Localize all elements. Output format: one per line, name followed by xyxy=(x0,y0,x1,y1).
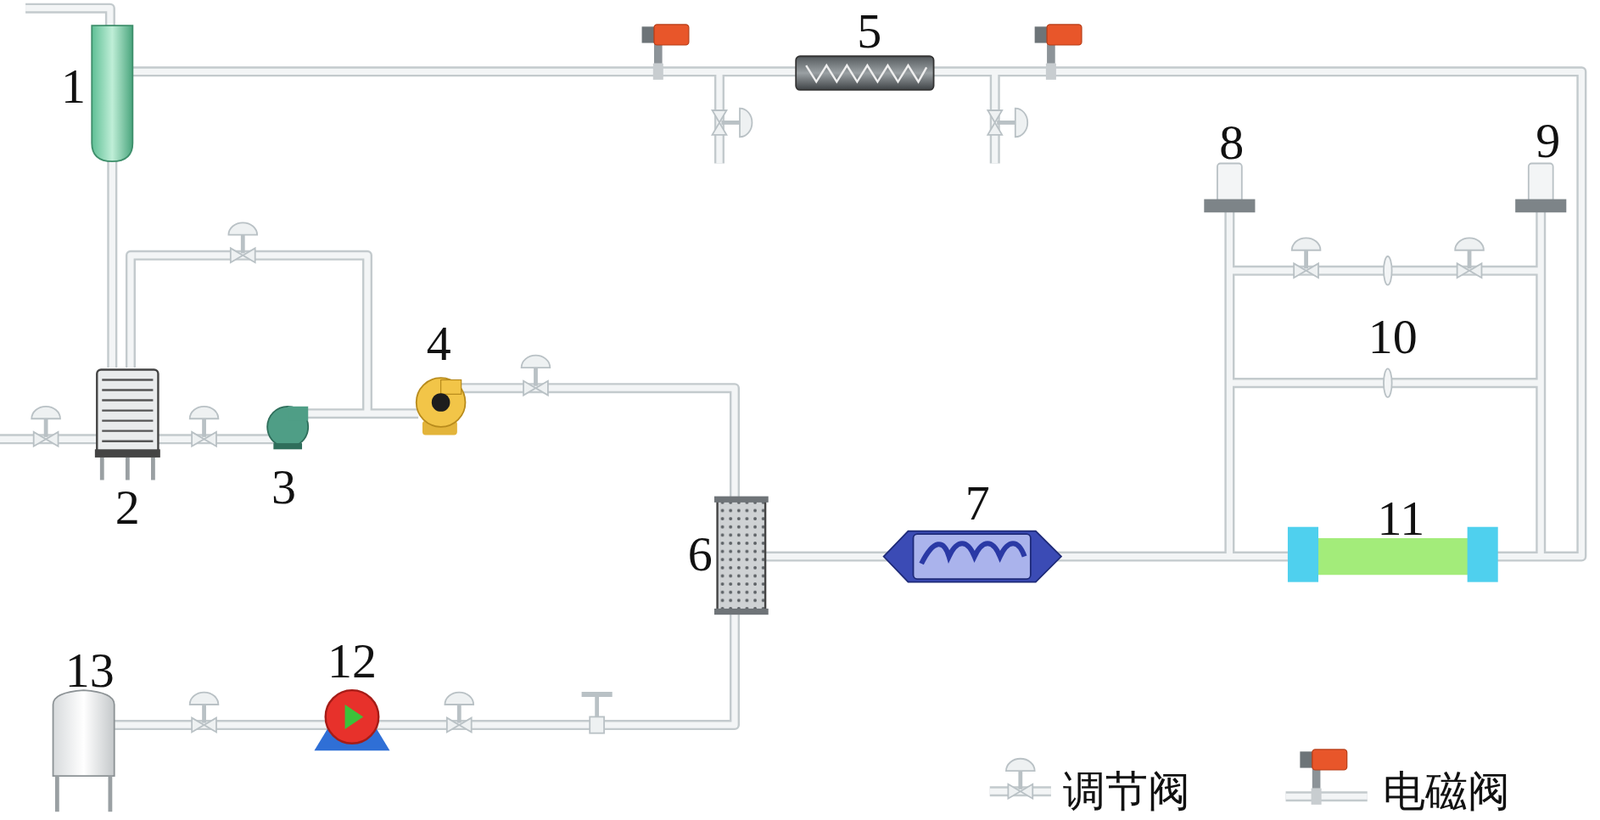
callout-number: 8 xyxy=(1219,117,1244,168)
callout-number: 13 xyxy=(65,645,115,695)
callout-number: 11 xyxy=(1377,493,1426,543)
callout-number: 2 xyxy=(115,482,140,532)
callout-number: 6 xyxy=(688,529,713,579)
callout-number: 1 xyxy=(61,61,86,112)
callout-number: 3 xyxy=(271,462,297,512)
legend-text: 电磁阀 xyxy=(1382,769,1511,812)
callout-number: 4 xyxy=(426,318,452,369)
callout-number: 9 xyxy=(1535,116,1561,166)
callout-number: 12 xyxy=(327,636,377,686)
legend-text: 调节阀 xyxy=(1062,769,1191,812)
callout-number: 7 xyxy=(965,478,991,528)
callout-number: 5 xyxy=(856,6,882,56)
callout-number: 10 xyxy=(1368,312,1418,362)
